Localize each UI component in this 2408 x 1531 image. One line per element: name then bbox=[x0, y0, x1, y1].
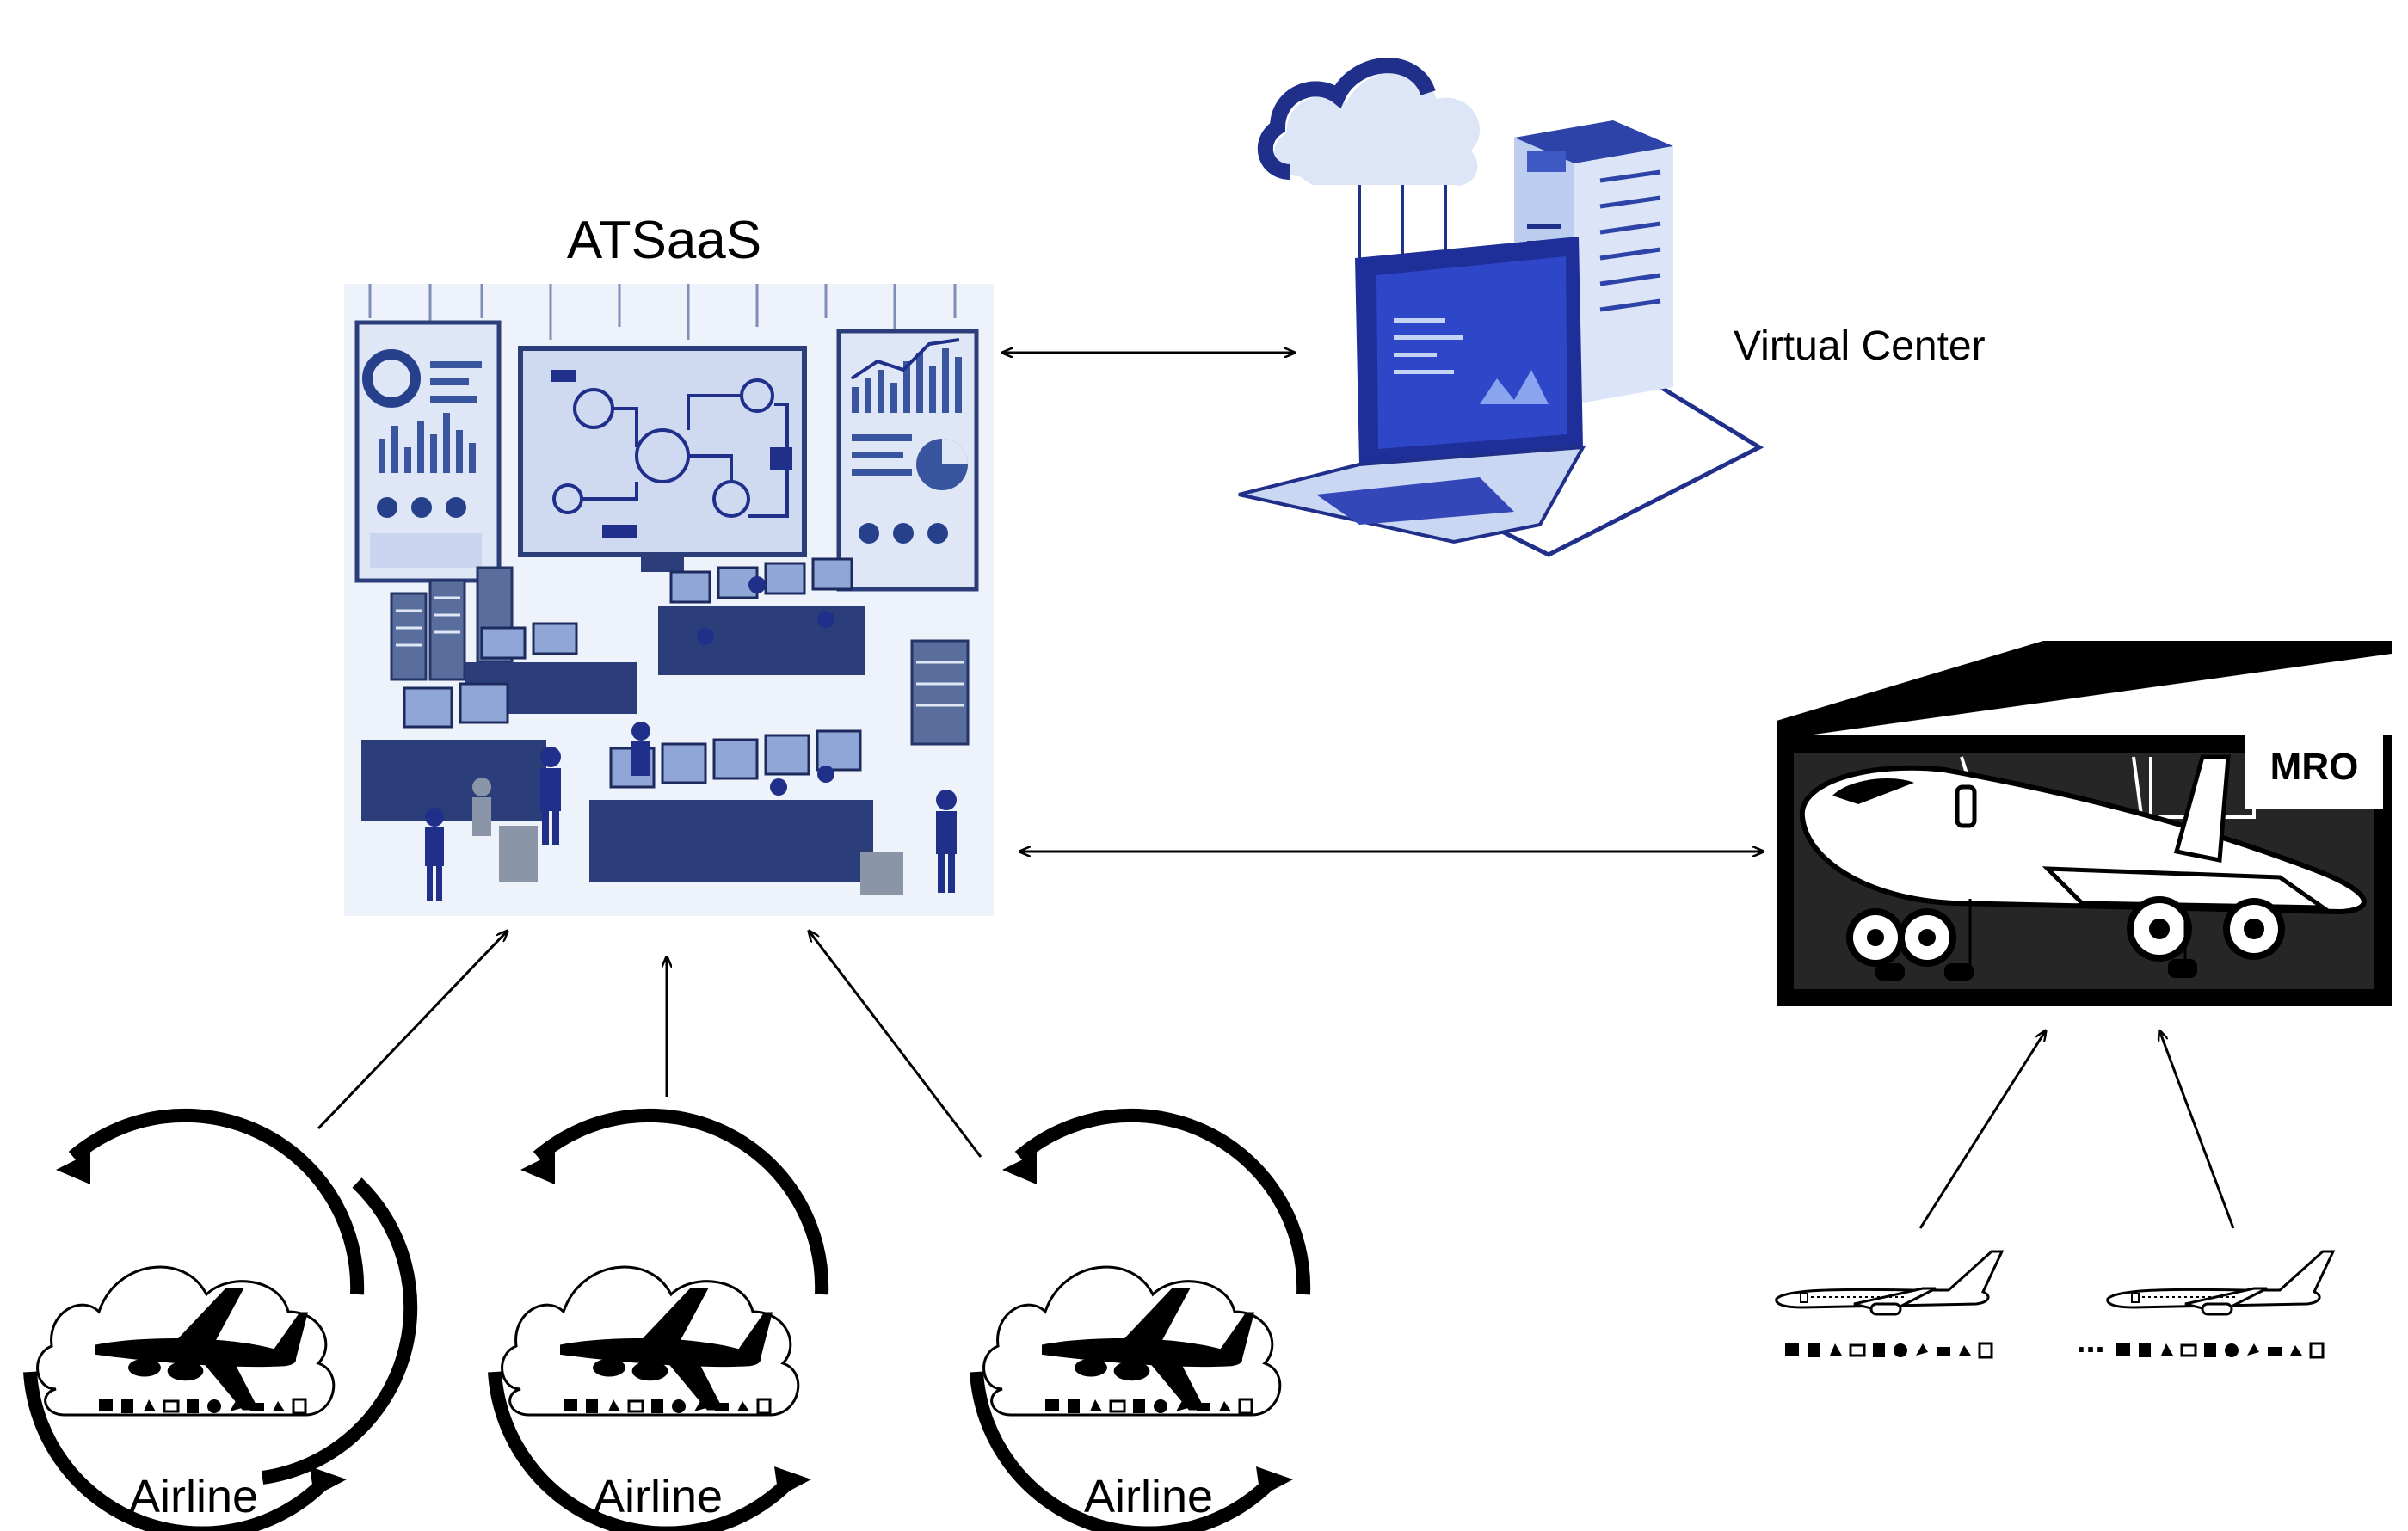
airline3-arrow bbox=[809, 931, 982, 1158]
fleet-ellipsis: ... bbox=[2076, 1322, 2104, 1360]
virtual-center-label: Virtual Center bbox=[1734, 323, 1986, 369]
aircraft-hangar-illustration: MRO bbox=[1777, 641, 2392, 1006]
atsaas-title: ATSaaS bbox=[567, 211, 761, 270]
airline1-arrow bbox=[317, 931, 508, 1130]
airline-cycle-icon-3 bbox=[970, 1108, 1311, 1531]
cloud-laptop-server-illustration bbox=[1238, 58, 1764, 557]
airline-cycle-icon-2 bbox=[488, 1108, 829, 1531]
airline-cycle-icon-1 bbox=[23, 1108, 418, 1531]
operations-center-illustration bbox=[344, 284, 994, 916]
aircraft-fleet-icon bbox=[1775, 1250, 2335, 1359]
airline-label-3: Airline bbox=[1084, 1471, 1213, 1522]
fleet1-arrow bbox=[1918, 1030, 2046, 1229]
fleet2-arrow bbox=[2159, 1030, 2235, 1229]
mro-label: MRO bbox=[2270, 746, 2359, 788]
airline-label-1: Airline bbox=[129, 1471, 258, 1522]
airline-label-2: Airline bbox=[594, 1471, 723, 1522]
